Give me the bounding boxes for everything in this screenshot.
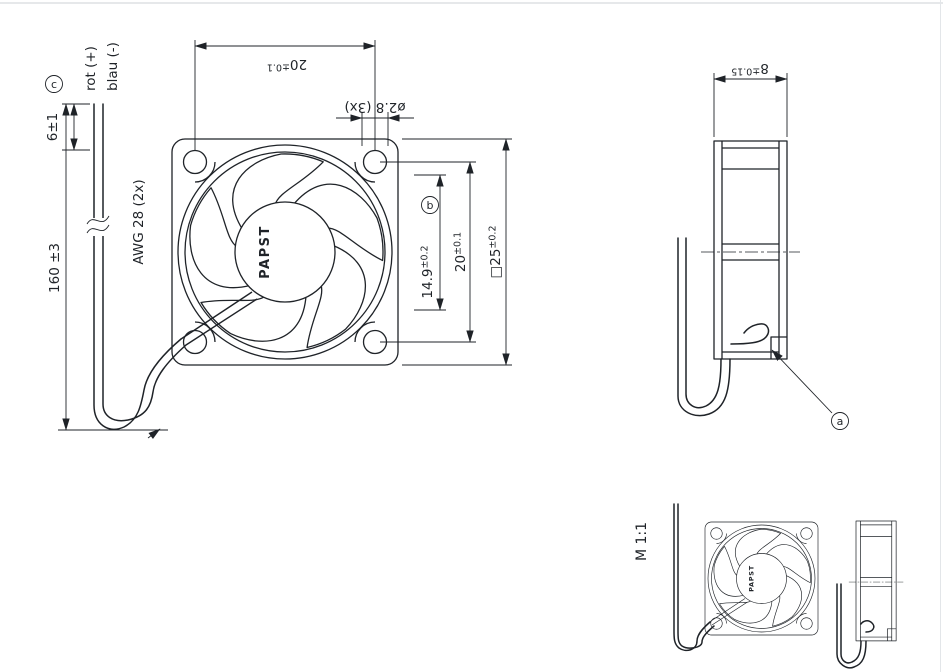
dim-hole-pitch-top: 20±0.1	[194, 40, 376, 150]
dim-strip-length: 6±1	[45, 103, 90, 151]
dim-frame-size-text: □25±0.2	[488, 225, 505, 278]
wire-label-blue: blau (-)	[105, 42, 121, 91]
wire-gauge-label: AWG 28 (2x)	[131, 179, 147, 264]
scale-label: M 1:1	[634, 522, 650, 561]
small-front-view	[702, 521, 818, 635]
small-front-view-wires	[673, 503, 715, 652]
front-view-wires	[93, 103, 187, 430]
wire-break-symbol	[86, 215, 112, 236]
wire-label-red: rot (+)	[83, 46, 99, 91]
dim-depth-text: 8±0.15	[731, 60, 769, 77]
dim-hole-pitch-right: 20±0.1	[380, 161, 476, 343]
callout-a: a	[771, 349, 849, 430]
callout-a-letter: a	[837, 415, 844, 428]
callout-b-letter: b	[427, 199, 434, 212]
side-view-wires	[677, 237, 770, 417]
callout-c-letter: c	[51, 78, 57, 91]
dim-pitch-top-text: 20±0.1	[267, 56, 307, 73]
small-side-view	[848, 520, 904, 642]
dim-frame-size: □25±0.2	[402, 138, 512, 366]
dim-depth: 8±0.15	[713, 60, 788, 137]
dim-wire-offset-text: 14.9±0.2	[420, 245, 437, 298]
dim-hole-dia-text: ø2.8 (3x)	[344, 99, 405, 115]
small-side-view-wires	[836, 583, 875, 669]
dim-hole-diameter: ø2.8 (3x)	[336, 99, 414, 146]
callout-c: c	[45, 75, 63, 93]
dim-wire-offset: 14.9±0.2 b	[414, 174, 446, 311]
dim-pitch-right-text: 20±0.1	[453, 232, 470, 272]
callout-b: b	[421, 196, 439, 214]
dim-lead-length: 160 ±3	[47, 103, 168, 439]
dim-strip-text: 6±1	[45, 113, 61, 142]
front-view	[166, 138, 398, 365]
dim-lead-text: 160 ±3	[47, 243, 63, 293]
